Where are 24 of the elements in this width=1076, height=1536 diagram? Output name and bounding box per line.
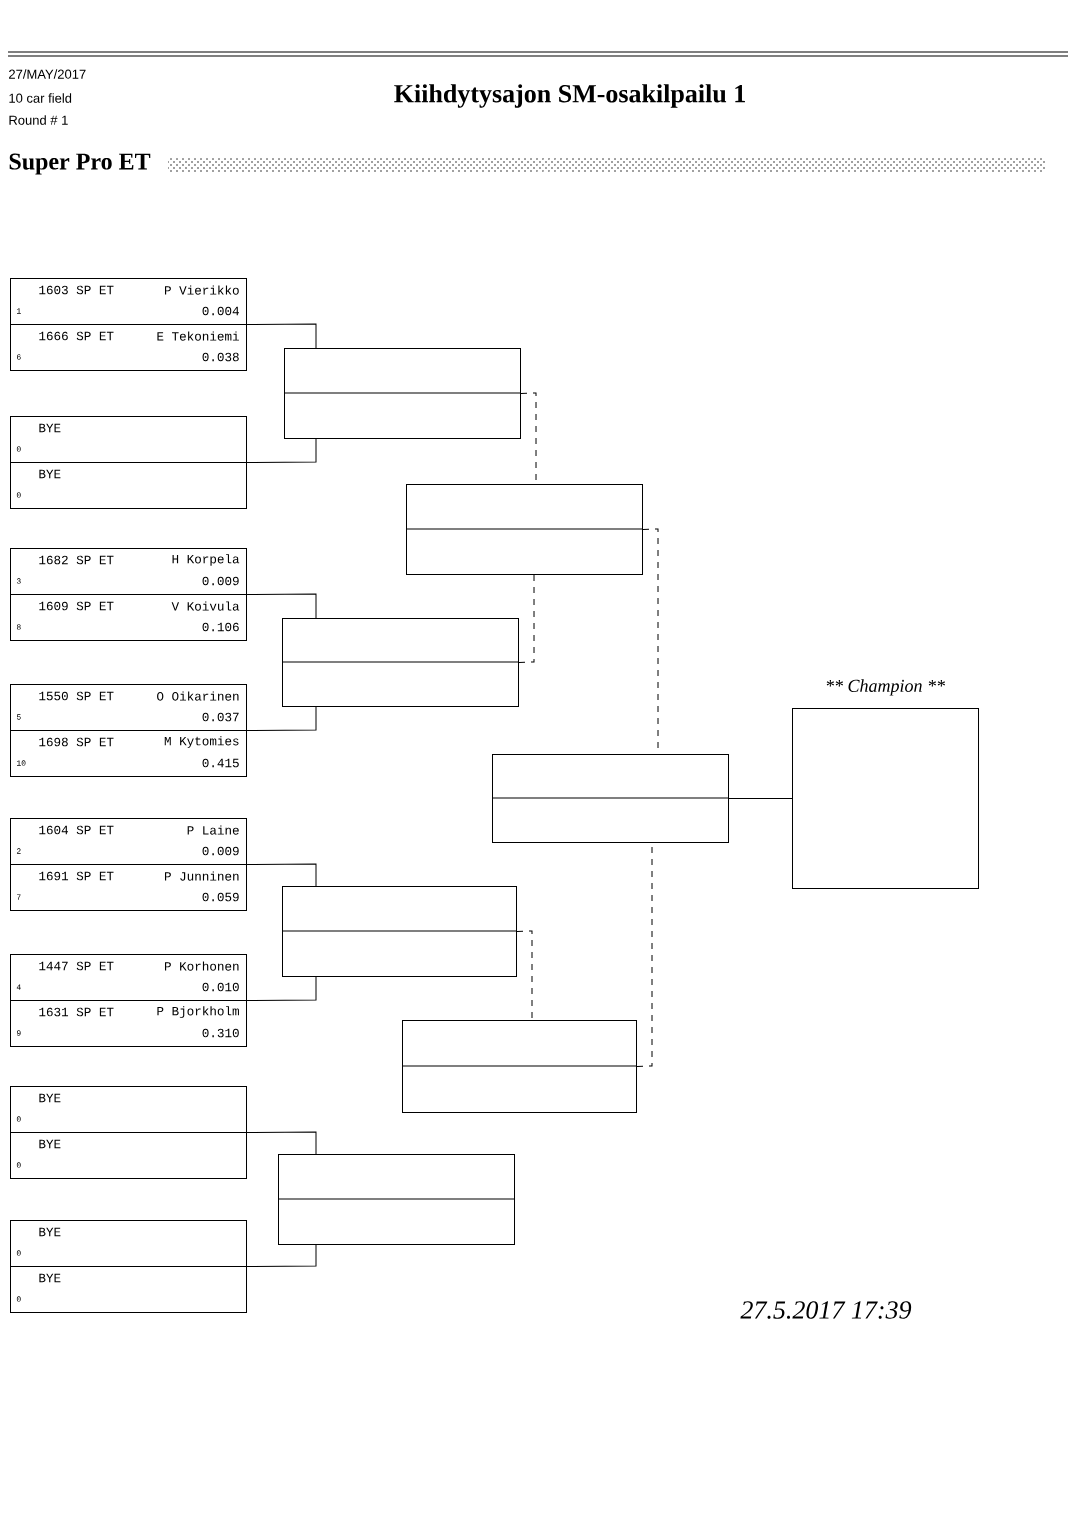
bracket-line xyxy=(246,437,317,463)
bracket-line xyxy=(246,863,317,887)
bracket-line xyxy=(728,798,793,799)
match-box xyxy=(405,484,643,575)
bracket-line xyxy=(246,1243,317,1267)
node-label: ** Champion ** xyxy=(826,679,946,696)
match-box xyxy=(401,1020,637,1113)
bracket-line xyxy=(246,705,317,731)
match-box xyxy=(281,618,519,707)
class-heading: Super Pro ET xyxy=(9,153,151,175)
handwritten-date: 27.5.2017 17:39 xyxy=(740,1301,912,1319)
bracket-line xyxy=(246,1131,317,1155)
champion-box: ** Champion ** xyxy=(792,679,979,889)
match-box xyxy=(491,754,729,843)
bracket-line xyxy=(518,573,535,663)
match-box xyxy=(281,886,517,977)
bracket-line xyxy=(246,323,317,349)
title: Kiihdytysajon SM-osakilpailu 1 xyxy=(394,84,745,108)
bracket-line xyxy=(246,975,317,1001)
match-box xyxy=(277,1154,515,1245)
bracket-line xyxy=(516,930,533,1021)
bracket-line xyxy=(246,593,317,619)
bracket-line xyxy=(520,392,537,485)
match-box xyxy=(283,348,521,439)
